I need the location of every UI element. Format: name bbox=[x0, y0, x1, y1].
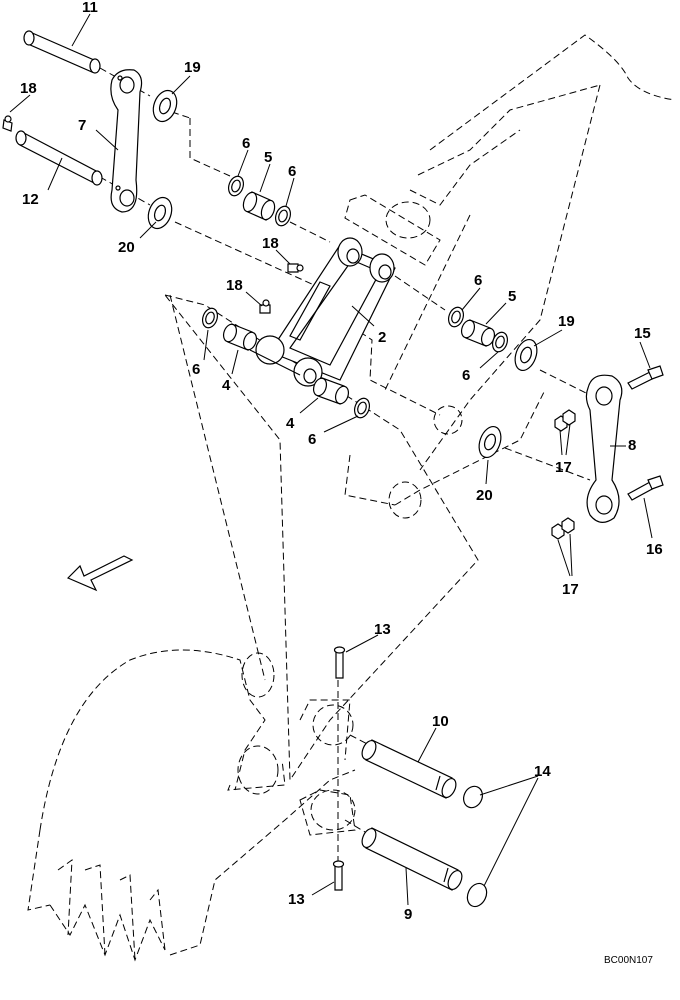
seal-part-6-lower-left bbox=[201, 307, 219, 329]
arm-phantom-outline bbox=[344, 34, 676, 519]
callout-4-left: 4 bbox=[222, 377, 231, 394]
shim-part-19-left bbox=[152, 89, 178, 123]
callout-6-lower-left: 6 bbox=[192, 361, 200, 378]
callout-5-upper: 5 bbox=[264, 149, 272, 166]
shim-part-20-right bbox=[478, 425, 502, 459]
callout-2: 2 bbox=[378, 329, 386, 346]
cap-part-14-lower bbox=[466, 882, 488, 908]
shim-part-19-right bbox=[514, 338, 538, 372]
callout-18-fitting-mid: 18 bbox=[262, 235, 279, 252]
bolt-part-13-upper bbox=[333, 646, 346, 679]
callout-13-lower: 13 bbox=[288, 891, 305, 908]
callout-18-fitting-left: 18 bbox=[20, 80, 37, 97]
seal-part-6-upper-right bbox=[274, 205, 292, 227]
bushing-part-4-right bbox=[312, 377, 350, 405]
nut-part-17-upper bbox=[554, 409, 576, 432]
grease-fitting-18 bbox=[2, 115, 13, 132]
callout-6-right-lower: 6 bbox=[462, 367, 470, 384]
drawing-code: BC00N107 bbox=[604, 955, 653, 966]
shim-part-20-left bbox=[147, 196, 173, 230]
pin-part-9 bbox=[361, 827, 463, 891]
callout-19-left: 19 bbox=[184, 59, 201, 76]
bolt-part-13-lower bbox=[332, 860, 345, 891]
pin-part-10 bbox=[361, 739, 457, 799]
grease-fitting-18-mid bbox=[287, 263, 304, 273]
seal-part-6-lower-right bbox=[353, 397, 371, 419]
side-link-part-7 bbox=[110, 69, 143, 213]
callout-6-upper-right: 6 bbox=[288, 163, 296, 180]
callout-14: 14 bbox=[534, 763, 551, 780]
callout-7: 7 bbox=[78, 117, 86, 134]
callout-4-right: 4 bbox=[286, 415, 295, 432]
bolt-part-16 bbox=[627, 475, 664, 501]
seal-part-6-right-upper bbox=[447, 306, 465, 328]
callout-6-right-upper: 6 bbox=[474, 272, 482, 289]
callout-8: 8 bbox=[628, 437, 636, 454]
callout-17-upper: 17 bbox=[555, 459, 572, 476]
callout-20-right: 20 bbox=[476, 487, 493, 504]
nut-part-17-lower bbox=[551, 517, 575, 540]
bushing-part-5-right bbox=[460, 319, 496, 347]
callout-labels: 11 18 7 12 19 20 6 5 6 18 18 6 4 2 4 6 6… bbox=[20, 0, 663, 923]
callout-17-lower: 17 bbox=[562, 581, 579, 598]
callout-leader-lines bbox=[9, 13, 653, 906]
front-direction-arrow-icon bbox=[66, 555, 134, 592]
bushing-part-5-upper bbox=[242, 191, 276, 221]
callout-5-right: 5 bbox=[508, 288, 516, 305]
callout-6-lower-right: 6 bbox=[308, 431, 316, 448]
callout-10: 10 bbox=[432, 713, 449, 730]
callout-19-right: 19 bbox=[558, 313, 575, 330]
guide-link-part-2 bbox=[249, 237, 396, 387]
grease-fitting-18-left bbox=[259, 299, 271, 314]
pin-part-12 bbox=[15, 130, 103, 186]
pin-part-11 bbox=[23, 30, 101, 74]
callout-15: 15 bbox=[634, 325, 651, 342]
bucket-phantom-outline bbox=[27, 649, 356, 962]
callout-13-upper: 13 bbox=[374, 621, 391, 638]
callout-16: 16 bbox=[646, 541, 663, 558]
callout-12: 12 bbox=[22, 191, 39, 208]
callout-20-left: 20 bbox=[118, 239, 135, 256]
callout-9: 9 bbox=[404, 906, 412, 923]
bushing-part-4-left bbox=[222, 323, 258, 351]
bolt-part-15 bbox=[627, 365, 664, 390]
seal-part-6-upper-left bbox=[227, 175, 245, 197]
cap-part-14-upper bbox=[463, 785, 483, 809]
callout-11: 11 bbox=[82, 0, 98, 16]
callout-6-upper-left: 6 bbox=[242, 135, 250, 152]
seal-part-6-right-lower bbox=[491, 331, 509, 353]
side-link-part-8 bbox=[585, 374, 623, 523]
callout-18-fitting-lower: 18 bbox=[226, 277, 243, 294]
assembly-centerlines bbox=[99, 67, 591, 880]
